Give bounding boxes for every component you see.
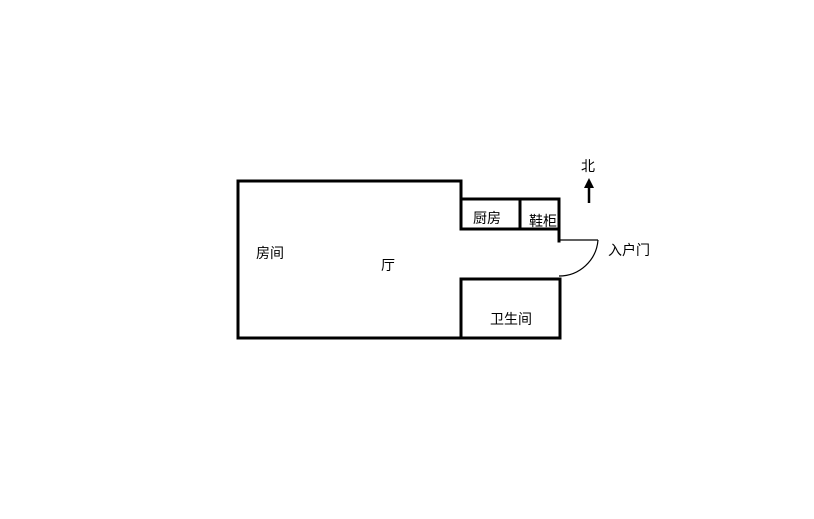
entrance-door-label: 入户门	[608, 242, 650, 259]
outer-wall	[236, 179, 562, 340]
door-swing-arc	[558, 239, 599, 277]
room-label-kitchen: 厨房	[473, 211, 501, 227]
walls	[236, 179, 562, 340]
room-label-bathroom: 卫生间	[490, 312, 532, 328]
north-label: 北	[581, 159, 595, 175]
room-label-hall: 厅	[381, 258, 395, 274]
room-label-bedroom: 房间	[256, 246, 284, 262]
entrance-door	[557, 235, 599, 277]
room-label-shoe-cabinet: 鞋柜	[529, 214, 557, 230]
north-arrow: 北	[581, 159, 595, 203]
north-arrow-head	[584, 178, 594, 188]
